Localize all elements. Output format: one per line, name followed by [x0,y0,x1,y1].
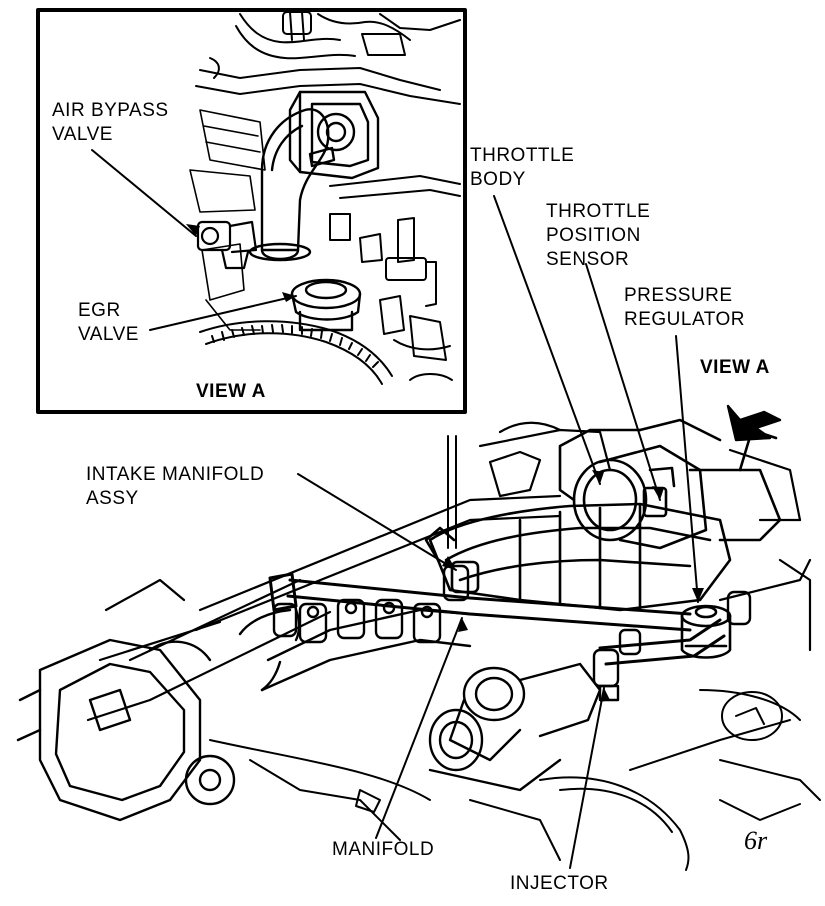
engine-left-rail [86,494,562,722]
inset-elbow-duct [248,108,336,262]
label-injector: INJECTOR [510,873,609,894]
label-pressure-regulator-line1: PRESSURE [624,285,733,306]
label-tps-line3: SENSOR [546,249,630,270]
engine-pressure-regulator [680,604,732,659]
main-leader-lines [297,195,699,869]
label-tps-line1: THROTTLE [546,201,651,222]
label-tps-line2: POSITION [546,225,641,246]
label-egr-valve-line2: VALVE [78,324,139,345]
label-intake-manifold-line1: INTAKE MANIFOLD [86,464,265,485]
engine-front-center [428,662,602,792]
inset-leader-lines [91,149,297,331]
figure-mark: 6r [744,826,768,855]
view-a-arrow [726,404,782,442]
engine-right-rear [478,421,812,652]
label-egr-valve-line1: EGR [78,300,121,321]
inset-throttle-housing [288,90,380,180]
label-manifold: MANIFOLD [332,839,435,860]
inset-engine-left [189,109,266,331]
label-intake-manifold-line2: ASSY [86,488,139,509]
label-throttle-body-line2: BODY [470,169,526,190]
inset-top-pipes [195,11,461,105]
inset-gear-arc [199,320,393,385]
inset-frame [36,8,467,414]
engine-lower-block [209,689,821,871]
label-inset-view-a: VIEW A [196,381,266,402]
inset-egr-valve-body [290,278,362,332]
label-air-bypass-valve-line2: VALVE [52,124,113,145]
label-pressure-regulator-line2: REGULATOR [624,309,745,330]
label-view-a-arrow: VIEW A [700,357,770,378]
engine-left-front-housing [16,638,236,822]
inset-air-bypass-valve-body [196,220,258,270]
leader-arrowheads [186,224,704,702]
inset-right-components [329,175,461,381]
label-air-bypass-valve-line1: AIR BYPASS [52,100,169,121]
label-throttle-body-line1: THROTTLE [470,145,575,166]
